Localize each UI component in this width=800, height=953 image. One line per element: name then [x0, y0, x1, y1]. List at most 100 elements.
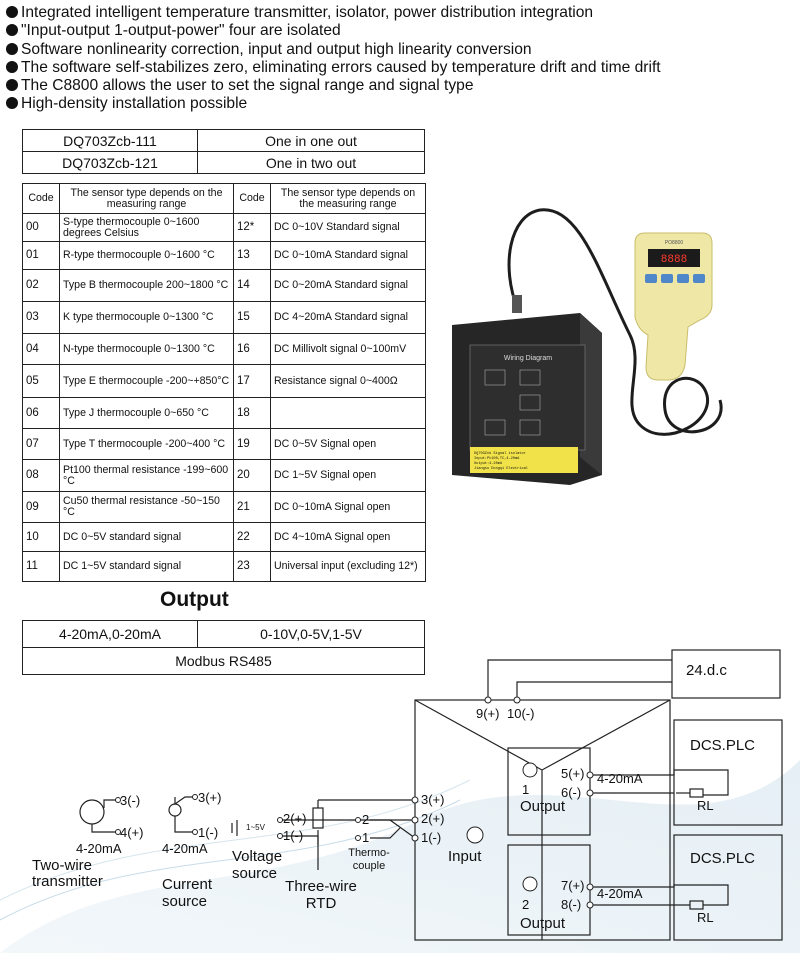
product-sticker [470, 447, 578, 473]
feature-item: Software nonlinearity correction, input … [6, 41, 796, 59]
device-photo: Wiring Diagram DQ703Zcb Signal isolator … [452, 208, 723, 485]
feature-item: Integrated intelligent temperature trans… [6, 4, 796, 22]
header-code: Code [233, 183, 271, 214]
rl1-label: RL [697, 798, 714, 813]
tw-current: 4-20mA [76, 841, 122, 856]
code-cell: 06 [22, 397, 60, 429]
terminal-2: 2(+) [421, 811, 445, 826]
handheld-programmer: PO8800 8888 [634, 232, 713, 381]
code-cell: 21 [233, 491, 271, 523]
output1-label: Output [520, 798, 566, 815]
code-cell: 20 [233, 459, 271, 492]
sensor-cell: R-type thermocouple 0~1600 °C [59, 241, 234, 270]
dcs1-label: DCS.PLC [690, 737, 756, 754]
sensor-cell: DC 0~5V Signal open [270, 428, 426, 460]
sensor-cell: Type E thermocouple -200~+850°C [59, 364, 234, 398]
rtd-resistor [312, 807, 324, 829]
sensor-cell: DC 0~20mA Standard signal [270, 269, 426, 302]
set-key [645, 274, 657, 283]
model-desc: One in two out [197, 151, 425, 174]
feature-item: The software self-stabilizes zero, elimi… [6, 59, 796, 77]
output1-symbol [522, 762, 538, 778]
feature-item: High-density installation possible [6, 95, 796, 113]
code-cell: 14 [233, 269, 271, 302]
bullet-icon [6, 97, 18, 110]
power-box [671, 649, 781, 699]
model-name: DQ703Zcb-111 [22, 129, 198, 152]
current-source-label: Current source [162, 876, 213, 910]
loop2-current: 4-20mA [597, 886, 643, 901]
output-current: 4-20mA,0-20mA [22, 620, 198, 648]
sensor-cell: Type T thermocouple -200~400 °C [59, 428, 234, 460]
table-row: DQ703Zcb-111 One in one out [22, 129, 425, 152]
module-label: Wiring Diagram [504, 355, 552, 362]
output2-number: 2 [522, 897, 530, 912]
terminal-8: 8(-) [561, 897, 582, 912]
sensor-cell [270, 397, 426, 429]
output-title: Output [160, 588, 229, 611]
bullet-icon [6, 6, 18, 18]
svg-text:Jiangsu Dongqi Electrical: Jiangsu Dongqi Electrical [474, 466, 528, 471]
svg-text:DQ703Zcb Signal isolator: DQ703Zcb Signal isolator [474, 451, 526, 456]
bullet-icon [6, 60, 18, 73]
sensor-cell: DC 1~5V Signal open [270, 459, 426, 492]
sensor-cell: DC 0~5V standard signal [59, 522, 234, 552]
header-code: Code [22, 183, 60, 214]
feature-list: Integrated intelligent temperature trans… [6, 4, 796, 114]
sensor-cell: DC 4~20mA Standard signal [270, 301, 426, 334]
table-row: DQ703Zcb-121 One in two out [22, 151, 425, 174]
vs-terminal-2: 2(+) [283, 811, 307, 826]
output1-number: 1 [522, 782, 530, 797]
svg-text:8888: 8888 [661, 254, 687, 266]
feature-item: "Input-output 1-output-power" four are i… [6, 22, 796, 40]
sensor-cell: N-type thermocouple 0~1300 °C [59, 333, 234, 365]
sensor-cell: S-type thermocouple 0~1600 degrees Celsi… [59, 213, 234, 242]
sensor-cell: Cu50 thermal resistance -50~150 °C [59, 491, 234, 523]
sensor-cell: Resistance signal 0~400Ω [270, 364, 426, 398]
output-bus: Modbus RS485 [22, 647, 425, 675]
model-name: DQ703Zcb-121 [22, 151, 198, 174]
bullet-icon [6, 24, 18, 37]
sensor-cell: DC Millivolt signal 0~100mV [270, 333, 426, 365]
rl2-label: RL [697, 910, 714, 925]
code-cell: 18 [233, 397, 271, 429]
table-row: Modbus RS485 [22, 647, 425, 675]
svg-text:Input:Pt100,TC,4-20mA: Input:Pt100,TC,4-20mA [474, 457, 520, 461]
feature-item: The C8800 allows the user to set the sig… [6, 77, 796, 95]
terminal-10: 10(-) [507, 706, 535, 721]
output2-label: Output [520, 915, 566, 932]
code-cell: 08 [22, 459, 60, 492]
enter-key [693, 274, 705, 283]
output-table: 4-20mA,0-20mA 0-10V,0-5V,1-5V Modbus RS4… [22, 620, 425, 675]
sensor-cell: DC 0~10mA Signal open [270, 491, 426, 523]
handheld-brand: PO8800 [665, 240, 684, 246]
bullet-icon [6, 79, 18, 92]
cs-current: 4-20mA [162, 841, 208, 856]
terminal-9: 9(+) [476, 706, 500, 721]
code-cell: 09 [22, 491, 60, 523]
sensor-cell: DC 4~10mA Signal open [270, 522, 426, 552]
svg-text:Output:4-20mA: Output:4-20mA [474, 462, 503, 466]
sensor-cell: DC 1~5V standard signal [59, 551, 234, 582]
code-cell: 10 [22, 522, 60, 552]
loop1-current: 4-20mA [597, 771, 643, 786]
code-cell: 16 [233, 333, 271, 365]
down-key [677, 274, 689, 283]
sensor-code-table: Code The sensor type depends on the meas… [22, 183, 426, 582]
input-symbol [466, 826, 484, 844]
model-table: DQ703Zcb-111 One in one out DQ703Zcb-121… [22, 129, 425, 174]
up-key [661, 274, 673, 283]
cs-terminal-1: 1(-) [198, 825, 219, 840]
sensor-cell: Pt100 thermal resistance -199~600 °C [59, 459, 234, 492]
code-cell: 23 [233, 551, 271, 582]
code-cell: 15 [233, 301, 271, 334]
thermocouple-label: Thermo-couple [348, 847, 390, 872]
sensor-cell: DC 0~10V Standard signal [270, 213, 426, 242]
terminal-6: 6(-) [561, 785, 582, 800]
